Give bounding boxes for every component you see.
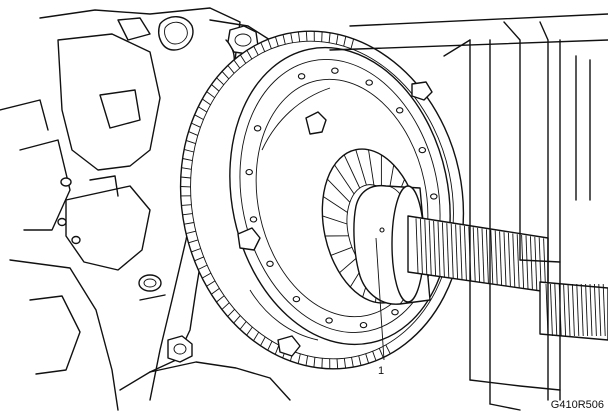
callout-leader-line (375, 237, 385, 361)
shaft-threads-far (545, 283, 606, 337)
engine-block (0, 7, 241, 411)
ring-gear-teeth (180, 31, 391, 369)
callout-label: 1 (378, 365, 384, 377)
cover-boss-top-right (411, 81, 433, 101)
figure-code: G410R506 (551, 399, 604, 411)
fixture-frame (329, 13, 608, 411)
callout: 1 (375, 237, 385, 377)
cover-boss-bottom (277, 335, 301, 357)
cover-boss-top-left (305, 111, 327, 135)
threaded-shaft (407, 215, 608, 341)
cover-boss-left (237, 227, 261, 251)
